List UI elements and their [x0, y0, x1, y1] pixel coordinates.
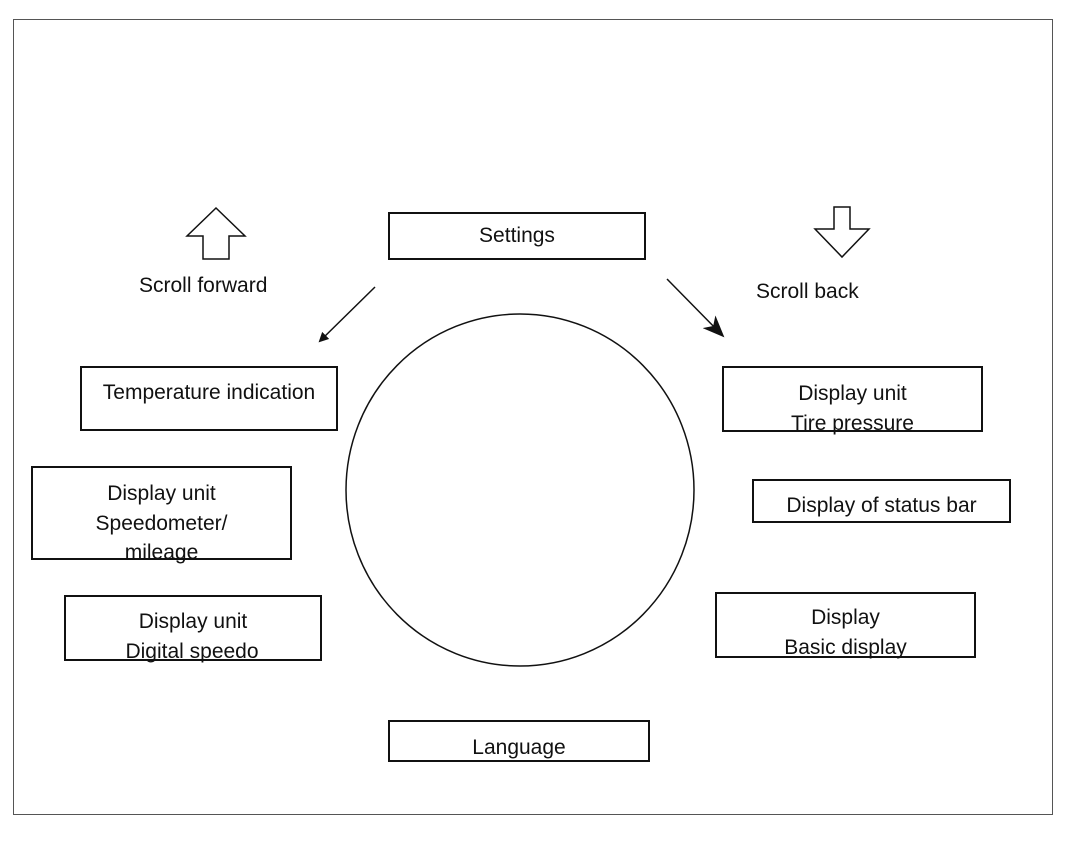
settings-box: Settings [388, 212, 646, 260]
display-unit-label: Display unit [138, 610, 248, 633]
settings-label: Settings [479, 224, 555, 247]
display-of-status-bar-box: Display of status bar [752, 479, 1011, 523]
digital-speedo-label: Digital speedo [125, 640, 259, 663]
scroll-forward-label: Scroll forward [139, 274, 268, 297]
display-unit-digital-speedo-box: Display unit Digital speedo [64, 595, 322, 663]
display-basic-display-box: Display Basic display [715, 592, 976, 659]
display-unit-label: Display unit [798, 382, 907, 405]
arrow-up-outline-icon [185, 206, 247, 260]
display-of-status-bar-label: Display of status bar [786, 494, 977, 517]
display-unit-label: Display unit [107, 482, 216, 505]
arrow-down-outline-icon [813, 206, 871, 259]
display-unit-tire-pressure-box: Display unit Tire pressure [722, 366, 983, 435]
language-box: Language [388, 720, 650, 762]
connector-arrow-right [666, 278, 725, 338]
display-unit-speedometer-box: Display unit Speedometer/ mileage [31, 466, 292, 564]
mileage-label: mileage [124, 541, 199, 564]
tire-pressure-label: Tire pressure [791, 412, 914, 435]
scroll-back-label: Scroll back [756, 280, 859, 303]
selector-dial-circle [345, 313, 695, 667]
connector-arrow-left [318, 286, 376, 343]
basic-display-label: Basic display [784, 636, 907, 659]
display-label: Display [811, 606, 880, 629]
temperature-indication-box: Temperature indication [80, 366, 338, 431]
language-label: Language [472, 736, 566, 759]
temperature-indication-label: Temperature indication [102, 381, 316, 404]
speedometer-label: Speedometer/ [95, 512, 228, 535]
diagram-frame [13, 19, 1053, 815]
